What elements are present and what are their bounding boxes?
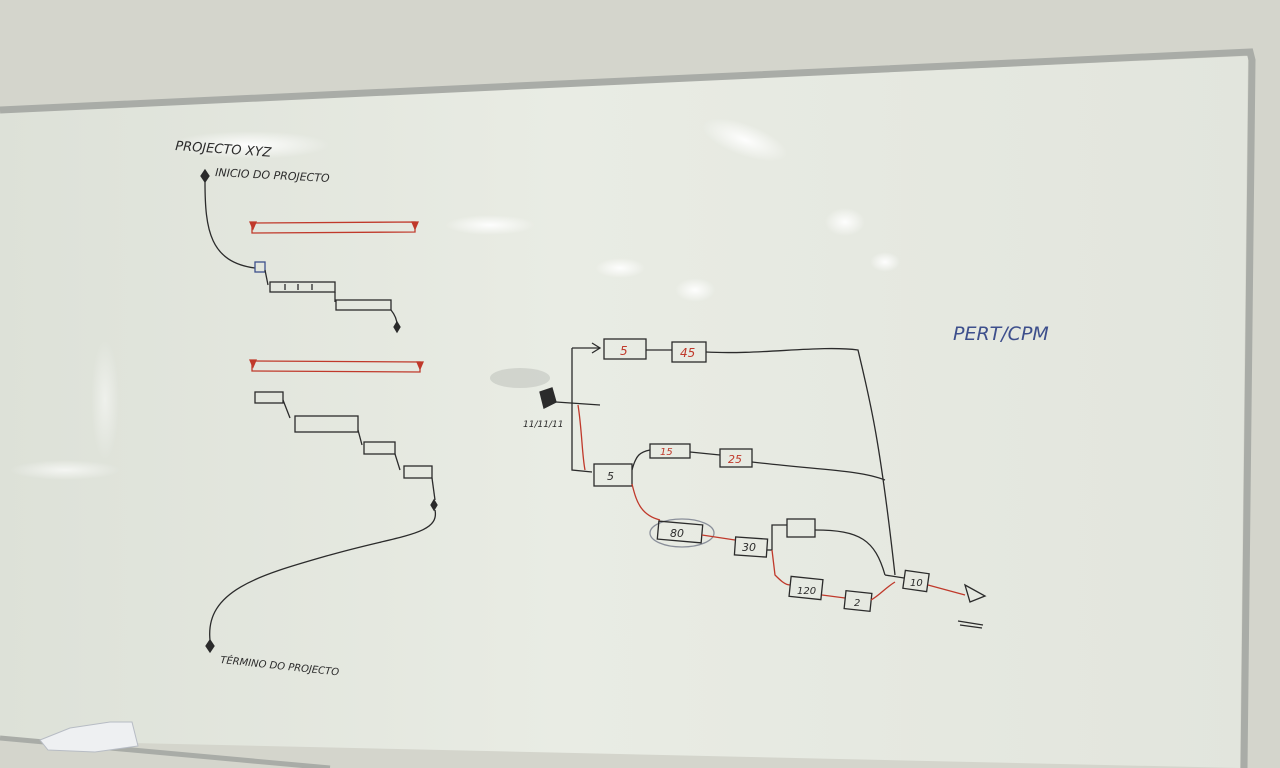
node-value: 25	[728, 453, 742, 466]
method-label: PERT/CPM	[953, 323, 1049, 345]
node-value: 2	[854, 598, 860, 609]
eraser-cloth	[39, 721, 139, 753]
node-value: 10	[910, 578, 923, 589]
whiteboard-surface	[0, 56, 1248, 768]
pert-network	[539, 338, 987, 629]
node-value: 30	[742, 541, 756, 554]
node-value: 120	[797, 586, 816, 597]
gantt-diagram	[200, 168, 438, 654]
node-value: 15	[660, 447, 673, 458]
node-value: 5	[607, 470, 614, 483]
start-date: 11/11/11	[523, 420, 563, 430]
whiteboard-frame	[0, 48, 1256, 768]
start-label: INICIO DO PROJECTO	[215, 166, 330, 185]
smudge	[490, 368, 550, 388]
light-reflections	[10, 118, 900, 480]
node-value: 5	[620, 344, 628, 358]
node-value: 45	[680, 346, 695, 360]
node-value: 80	[670, 527, 684, 540]
project-title: PROJECTO XYZ	[175, 139, 273, 161]
